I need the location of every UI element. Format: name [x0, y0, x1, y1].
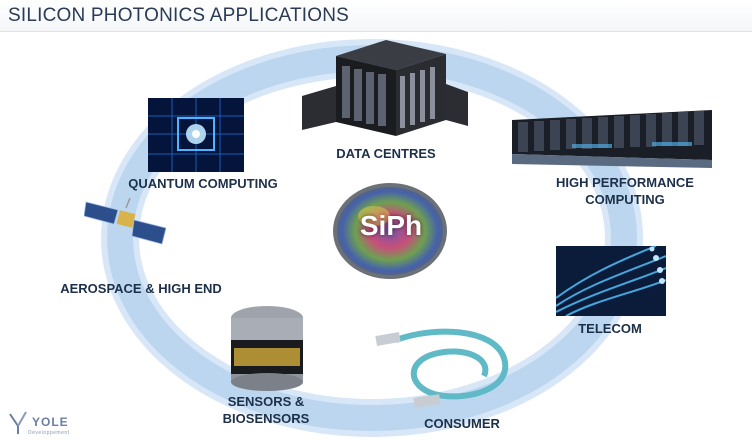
yole-logo: YOLE Développement: [6, 408, 86, 436]
fiber-optic-icon: [556, 246, 666, 316]
label-data-centres: DATA CENTRES: [336, 146, 436, 161]
logo-sub: Développement: [28, 430, 70, 436]
label-hpc-line2: COMPUTING: [585, 192, 665, 207]
label-sensors-line1: SENSORS &: [227, 394, 305, 409]
supercomputer-icon: [512, 110, 712, 168]
label-sensors-line2: BIOSENSORS: [222, 411, 310, 426]
label-consumer: CONSUMER: [424, 416, 500, 431]
quantum-chip-icon: [148, 98, 244, 172]
label-aerospace: AEROSPACE & HIGH END: [60, 281, 222, 296]
label-hpc-line1: HIGH PERFORMANCE: [556, 175, 694, 190]
logo-name: YOLE: [32, 415, 69, 429]
server-rack-icon: [302, 40, 468, 136]
title-bar: SILICON PHOTONICS APPLICATIONS: [0, 0, 752, 32]
label-quantum-computing: QUANTUM COMPUTING: [128, 176, 278, 191]
optical-cable-icon: [375, 328, 509, 408]
satellite-icon: [84, 197, 166, 245]
page-title: SILICON PHOTONICS APPLICATIONS: [8, 5, 350, 26]
siph-center-label: SiPh: [359, 210, 423, 241]
silicon-wafer-icon: [333, 183, 447, 279]
lidar-sensor-icon: [231, 306, 303, 391]
yole-logo-mark-icon: [9, 411, 27, 434]
label-telecom: TELECOM: [578, 321, 642, 336]
